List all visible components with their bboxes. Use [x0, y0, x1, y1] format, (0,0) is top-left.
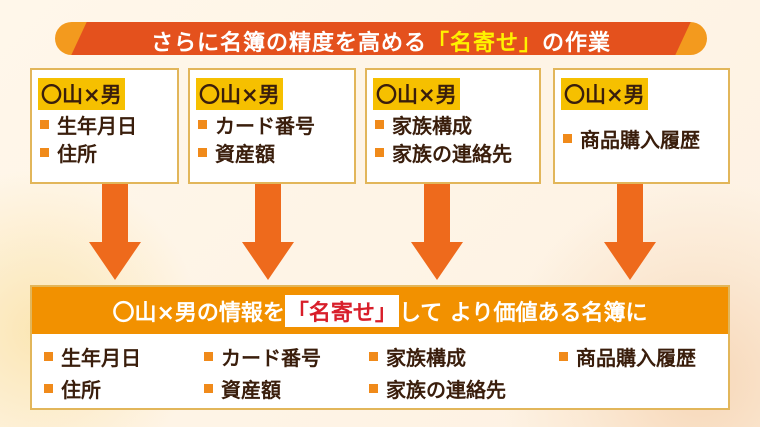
bullet-icon — [369, 351, 378, 361]
list-item: 住所 — [44, 374, 198, 402]
list-item: 家族の連絡先 — [369, 374, 553, 402]
list-item: 住所 — [40, 138, 177, 166]
box-tag: 〇山×男 — [196, 78, 283, 110]
bullet-icon — [559, 351, 568, 361]
item-label: 住所 — [57, 141, 97, 166]
list-item: 家族構成 — [369, 342, 553, 370]
list-item: 生年月日 — [44, 342, 198, 370]
list-item: 家族構成 — [375, 110, 539, 138]
bullet-icon — [44, 383, 53, 393]
item-label: 住所 — [61, 377, 101, 402]
summary-pre: 〇山×男の情報を — [112, 300, 285, 326]
box-tag: 〇山×男 — [373, 78, 460, 110]
title-pre: さらに名簿の精度を高める — [150, 31, 427, 55]
summary-box: 〇山×男の情報を「名寄せ」して より価値ある名簿に 生年月日 カード番号 家族構… — [30, 285, 730, 410]
info-box-4: 〇山×男 商品購入履歴 — [553, 68, 730, 184]
item-label: 商品購入履歴 — [576, 345, 696, 370]
bullet-icon — [198, 147, 207, 157]
list-item: カード番号 — [198, 110, 354, 138]
title-post: の作業 — [542, 31, 612, 55]
title-banner: さらに名簿の精度を高める「名寄せ」の作業 — [55, 22, 707, 55]
summary-highlight: 「名寄せ」 — [284, 294, 399, 327]
bullet-icon — [204, 383, 213, 393]
bullet-icon — [375, 119, 384, 129]
item-label: 家族の連絡先 — [386, 377, 506, 402]
summary-items: 生年月日 カード番号 家族構成 商品購入履歴 住所 資産額 家族の連絡先 — [32, 334, 728, 402]
item-label: 家族の連絡先 — [392, 141, 512, 166]
bullet-icon — [40, 147, 49, 157]
item-label: 家族構成 — [386, 345, 466, 370]
item-label: カード番号 — [221, 345, 321, 370]
arrow-down-icon — [604, 184, 656, 280]
summary-post: して より価値ある名簿に — [398, 300, 648, 326]
bullet-icon — [40, 119, 49, 129]
title-text: さらに名簿の精度を高める「名寄せ」の作業 — [55, 25, 707, 55]
bullet-icon — [44, 351, 53, 361]
item-label: 資産額 — [221, 377, 281, 402]
item-label: 商品購入履歴 — [580, 127, 700, 152]
bullet-icon — [204, 351, 213, 361]
list-item: 資産額 — [198, 138, 354, 166]
info-box-3: 〇山×男 家族構成 家族の連絡先 — [365, 68, 541, 184]
item-label: 資産額 — [215, 141, 275, 166]
list-item: 家族の連絡先 — [375, 138, 539, 166]
item-label: 生年月日 — [61, 345, 141, 370]
box-tag: 〇山×男 — [38, 78, 125, 110]
bullet-icon — [369, 383, 378, 393]
summary-header: 〇山×男の情報を「名寄せ」して より価値ある名簿に — [32, 287, 728, 334]
info-box-1: 〇山×男 生年月日 住所 — [30, 68, 179, 184]
item-label: 家族構成 — [392, 113, 472, 138]
bullet-icon — [375, 147, 384, 157]
list-item: 生年月日 — [40, 110, 177, 138]
title-highlight: 「名寄せ」 — [426, 31, 542, 55]
list-item: 商品購入履歴 — [563, 124, 728, 152]
item-label: 生年月日 — [57, 113, 137, 138]
arrow-down-icon — [89, 184, 141, 280]
bullet-icon — [198, 119, 207, 129]
list-item: 商品購入履歴 — [559, 342, 733, 370]
arrow-down-icon — [411, 184, 463, 280]
arrow-down-icon — [242, 184, 294, 280]
list-item: カード番号 — [204, 342, 363, 370]
box-tag: 〇山×男 — [561, 78, 648, 110]
bullet-icon — [563, 133, 572, 143]
list-item: 資産額 — [204, 374, 363, 402]
item-label: カード番号 — [215, 113, 315, 138]
info-box-2: 〇山×男 カード番号 資産額 — [188, 68, 356, 184]
